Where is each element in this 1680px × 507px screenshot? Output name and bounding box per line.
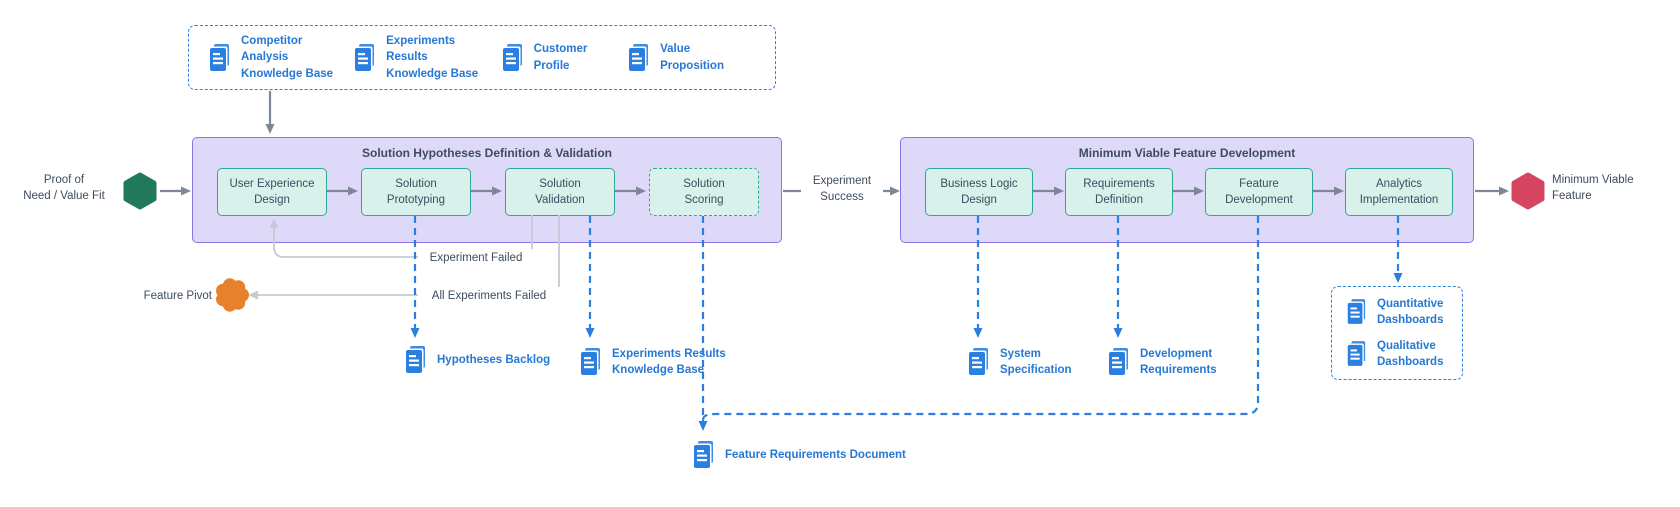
output-hypotheses-backlog[interactable]: Hypotheses Backlog: [403, 346, 550, 374]
kb-item-customer-profile[interactable]: Customer Profile: [500, 41, 626, 73]
kb-item-value-proposition[interactable]: Value Proposition: [626, 41, 757, 73]
node-business-logic-design[interactable]: Business Logic Design: [925, 168, 1033, 216]
node-solution-prototyping[interactable]: Solution Prototyping: [361, 168, 471, 216]
document-icon: [694, 441, 713, 468]
document-icon: [1347, 299, 1366, 325]
document-icon: [629, 43, 649, 71]
stage-solution-hypotheses[interactable]: Solution Hypotheses Definition & Validat…: [192, 137, 782, 243]
output-label: Development Requirements: [1140, 348, 1217, 377]
output-qualitative-dashboards[interactable]: Qualitative Dashboards: [1345, 338, 1462, 370]
document-icon: [1109, 348, 1128, 376]
kb-item-competitor-analysis[interactable]: Competitor Analysis Knowledge Base: [207, 33, 352, 81]
knowledge-inputs-panel: Competitor Analysis Knowledge Base Exper…: [188, 25, 776, 90]
node-user-experience-design[interactable]: User Experience Design: [217, 168, 327, 216]
document-icon: [210, 43, 229, 71]
document-icon: [502, 43, 522, 71]
stage1-title: Solution Hypotheses Definition & Validat…: [361, 146, 612, 160]
minimum-viable-feature-hexagon[interactable]: [1511, 172, 1545, 210]
output-system-specification[interactable]: System Specification: [966, 346, 1072, 378]
all-experiments-failed-label: All Experiments Failed: [418, 287, 560, 306]
experiment-success-label: Experiment Success: [801, 172, 883, 207]
stage-mvf-development[interactable]: Minimum Viable Feature Development Busin…: [900, 137, 1474, 243]
end-label: Minimum Viable Feature: [1552, 174, 1634, 203]
kb-item-label: Competitor Analysis Knowledge Base: [241, 35, 334, 80]
proof-of-need-hexagon[interactable]: [123, 172, 157, 210]
node-feature-development[interactable]: Feature Development: [1205, 168, 1313, 216]
node-analytics-implementation[interactable]: Analytics Implementation: [1345, 168, 1453, 216]
node-solution-validation[interactable]: Solution Validation: [505, 168, 615, 216]
experiment-failed-label: Experiment Failed: [418, 249, 534, 268]
output-label: Feature Requirements Document: [725, 448, 906, 461]
kb-item-label: Customer Profile: [533, 43, 588, 72]
output-label: Qualitative Dashboards: [1377, 339, 1444, 368]
output-label: Hypotheses Backlog: [437, 353, 551, 366]
kb-item-experiments-results[interactable]: Experiments Results Knowledge Base: [352, 33, 500, 81]
node-requirements-definition[interactable]: Requirements Definition: [1065, 168, 1173, 216]
kb-item-label: Experiments Results Knowledge Base: [386, 35, 479, 80]
output-label: System Specification: [1000, 348, 1072, 377]
stage2-title: Minimum Viable Feature Development: [1078, 146, 1296, 160]
output-experiments-results-kb[interactable]: Experiments Results Knowledge Base: [578, 346, 726, 378]
node-solution-scoring[interactable]: Solution Scoring: [649, 168, 759, 216]
document-icon: [969, 348, 988, 376]
output-label: Experiments Results Knowledge Base: [612, 348, 726, 377]
start-label: Proof of Need / Value Fit: [23, 174, 105, 203]
output-label: Quantitative Dashboards: [1377, 298, 1444, 327]
feature-pivot-label: Feature Pivot: [143, 290, 212, 302]
output-development-requirements[interactable]: Development Requirements: [1106, 346, 1217, 378]
document-icon: [355, 43, 375, 71]
dashboards-panel: Quantitative Dashboards Qualitative Dash…: [1331, 286, 1463, 380]
document-icon: [406, 346, 425, 373]
dash-feature-dev-to-frd: [701, 216, 1260, 421]
feature-pivot-shape[interactable]: [216, 278, 249, 312]
document-icon: [581, 348, 600, 376]
output-quantitative-dashboards[interactable]: Quantitative Dashboards: [1345, 296, 1462, 328]
kb-item-label: Value Proposition: [660, 43, 724, 72]
document-icon: [1347, 340, 1366, 366]
output-feature-requirements-document[interactable]: Feature Requirements Document: [691, 441, 906, 469]
